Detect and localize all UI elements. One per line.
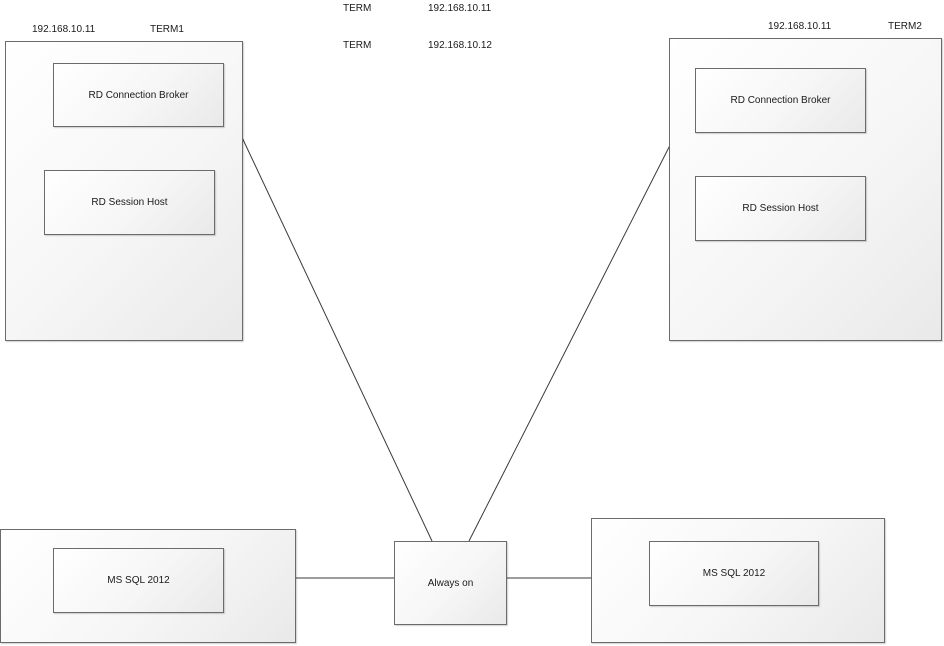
header-ip-1: 192.168.10.11 bbox=[428, 3, 492, 14]
term2-session-host-label: RD Session Host bbox=[742, 203, 819, 214]
always-on-box: Always on bbox=[394, 541, 507, 625]
term1-session-host-box: RD Session Host bbox=[44, 170, 215, 235]
term2-name-label: TERM2 bbox=[888, 21, 922, 32]
term1-name-label: TERM1 bbox=[150, 24, 184, 35]
always-on-label: Always on bbox=[427, 577, 474, 589]
term1-connection-broker-box: RD Connection Broker bbox=[53, 63, 224, 127]
term2-ip-label: 192.168.10.11 bbox=[768, 21, 832, 32]
sql-right-instance-box: MS SQL 2012 bbox=[649, 541, 819, 606]
sql-left-label: MS SQL 2012 bbox=[107, 575, 170, 586]
header-term-label-2: TERM bbox=[343, 40, 372, 51]
term1-session-host-label: RD Session Host bbox=[91, 197, 168, 208]
connector-term2-broker-to-always-on bbox=[468, 95, 696, 542]
term2-connection-broker-box: RD Connection Broker bbox=[695, 68, 866, 133]
header-term-label-1: TERM bbox=[343, 3, 372, 14]
term1-connection-broker-label: RD Connection Broker bbox=[88, 89, 189, 101]
connector-term1-broker-to-always-on bbox=[222, 96, 433, 542]
sql-left-instance-box: MS SQL 2012 bbox=[53, 548, 224, 613]
term2-connection-broker-label: RD Connection Broker bbox=[730, 95, 831, 106]
term1-ip-label: 192.168.10.11 bbox=[32, 24, 96, 35]
term2-session-host-box: RD Session Host bbox=[695, 176, 866, 241]
header-ip-2: 192.168.10.12 bbox=[428, 40, 492, 51]
sql-right-label: MS SQL 2012 bbox=[702, 568, 766, 579]
